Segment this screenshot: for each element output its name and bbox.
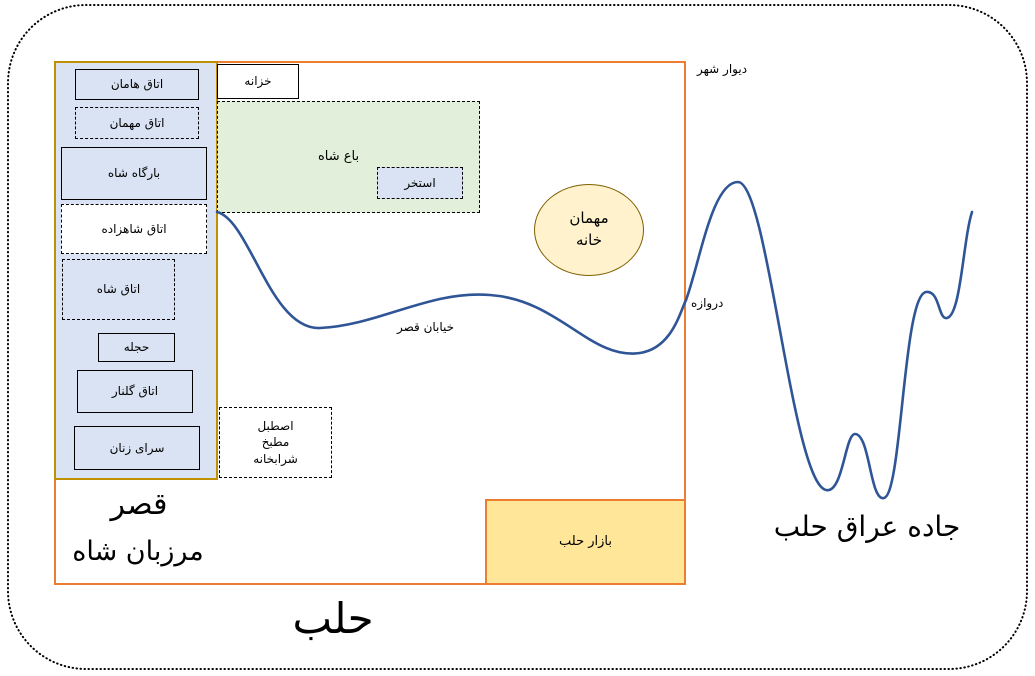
room-label: سرای زنان xyxy=(109,440,165,455)
room-bridal-chamber: حجله xyxy=(98,333,175,362)
iraq-road-label: جاده عراق حلب xyxy=(773,510,961,543)
room-prince: اتاق شاهزاده xyxy=(61,204,207,254)
room-label: اتاق شاه xyxy=(96,282,141,297)
room-guest: اتاق مهمان xyxy=(75,107,199,139)
garden-label: باع شاه xyxy=(318,149,360,164)
service-block: اصطبل مطبخ شرابخانه xyxy=(219,407,332,478)
room-label: اتاق گلنار xyxy=(111,384,159,399)
palace-title-line2: مرزبان شاه xyxy=(72,536,204,567)
guesthouse-ellipse: مهمان خانه xyxy=(534,184,644,276)
outer-dotted-frame xyxy=(7,4,1028,670)
bazaar-box: بازار حلب xyxy=(485,499,686,585)
room-label: حجله xyxy=(123,340,150,355)
room-golnar: اتاق گلنار xyxy=(77,370,193,413)
palace-street-label: خیابان قصر xyxy=(397,320,455,334)
room-royal-court: بارگاه شاه xyxy=(61,147,207,200)
room-harem: سرای زنان xyxy=(74,426,200,470)
room-haman: اتاق هامان xyxy=(75,69,199,100)
iraq-road-line xyxy=(684,180,974,500)
room-king: اتاق شاه xyxy=(62,259,175,320)
room-label: بارگاه شاه xyxy=(107,166,161,181)
treasury-label: خزانه xyxy=(244,74,272,89)
palace-title-line1: قصر xyxy=(110,487,168,522)
room-label: اتاق مهمان xyxy=(109,115,165,130)
stable-label: اصطبل xyxy=(257,419,294,434)
bazaar-label: بازار حلب xyxy=(559,534,612,550)
city-gate-label: دروازه xyxy=(691,296,724,310)
palace-block xyxy=(54,61,218,480)
kitchen-label: مطبخ xyxy=(261,435,290,450)
city-name-label: حلب xyxy=(292,594,374,643)
wine-cellar-label: شرابخانه xyxy=(253,451,298,466)
room-label: اتاق شاهزاده xyxy=(101,221,167,236)
guesthouse-label-line1: مهمان xyxy=(569,209,609,228)
room-label: اتاق هامان xyxy=(110,77,164,92)
city-wall-label: دیوار شهر xyxy=(697,62,748,76)
treasury-box: خزانه xyxy=(217,64,299,99)
pool-label: استخر xyxy=(404,175,436,190)
palace-street-line xyxy=(215,210,688,355)
guesthouse-label-line2: خانه xyxy=(575,231,603,249)
pool-box: استخر xyxy=(377,167,463,199)
